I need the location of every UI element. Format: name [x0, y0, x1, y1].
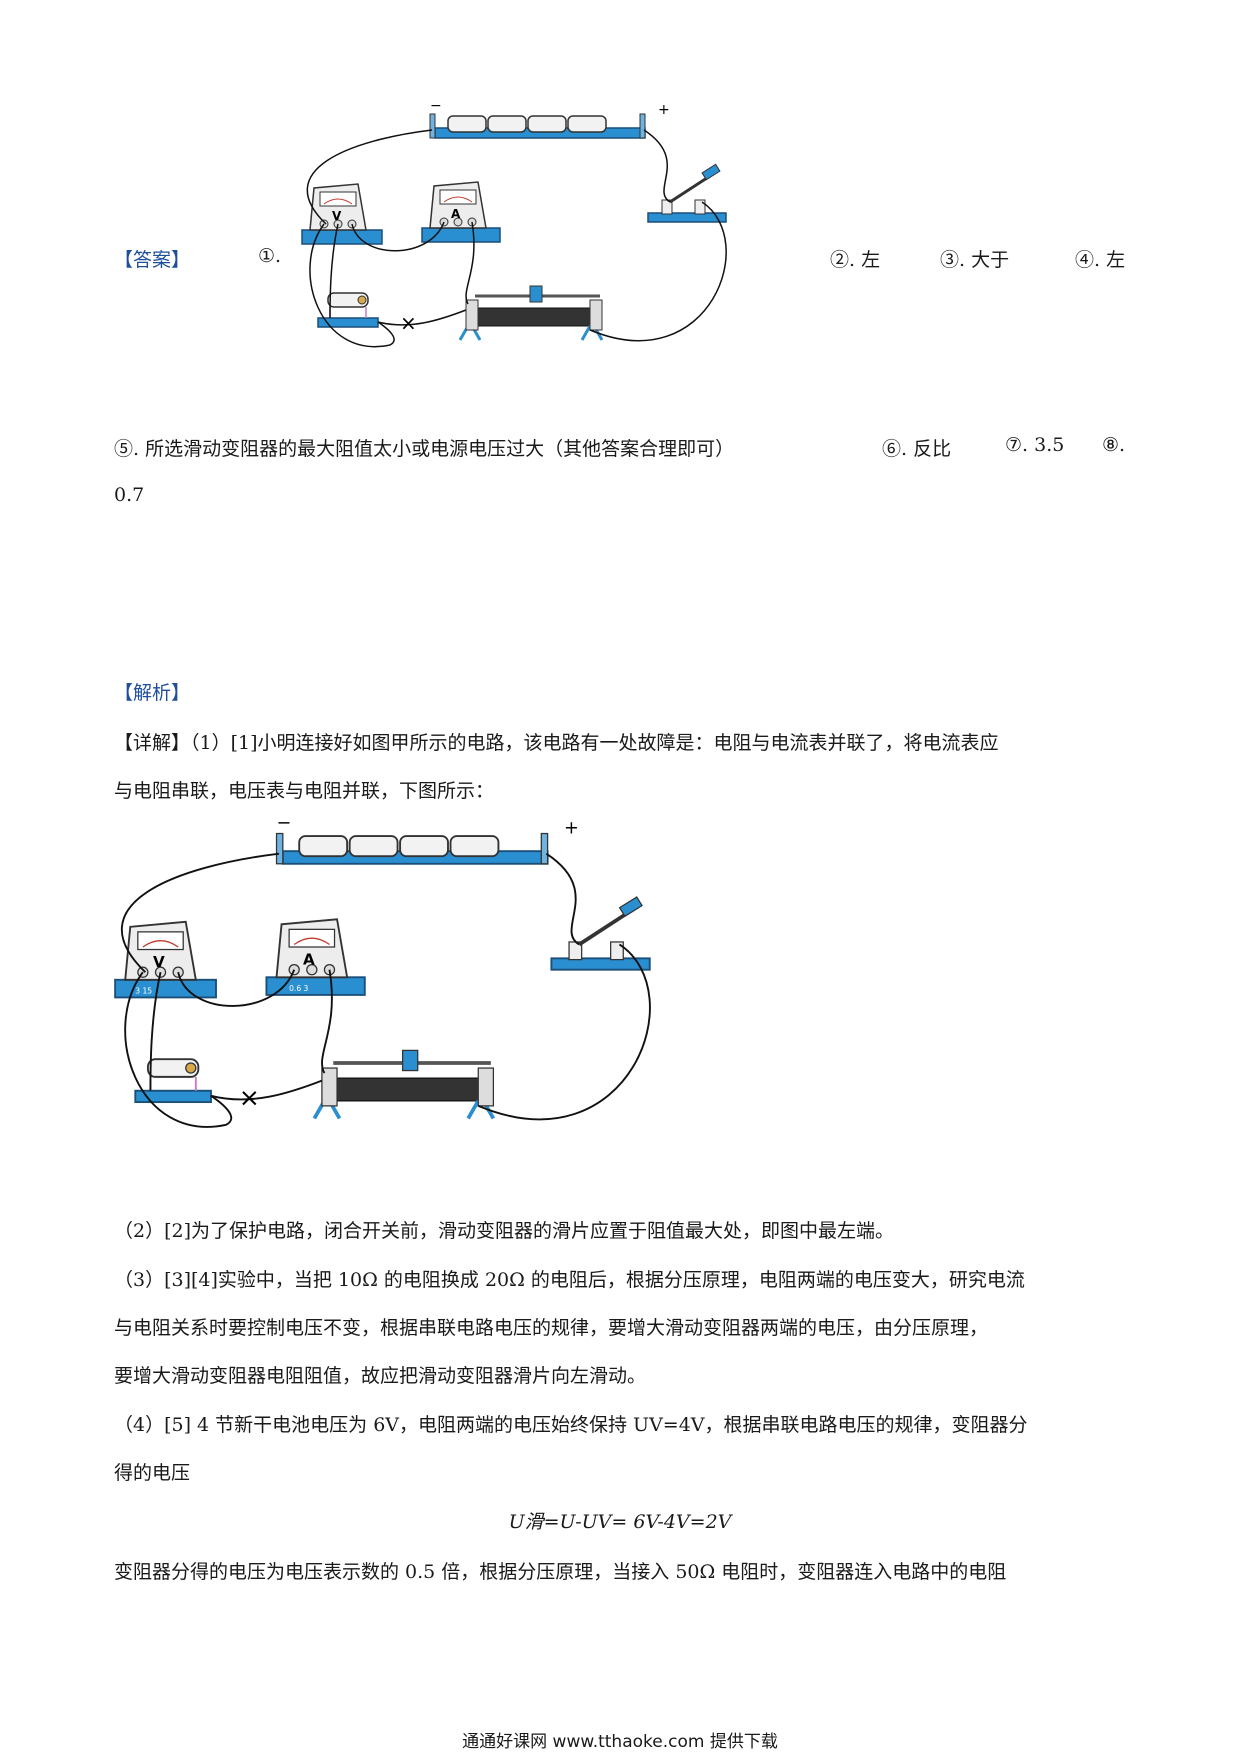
ammeter-terminals-label: 0.6 3 — [289, 984, 308, 993]
switch-2 — [550, 896, 651, 971]
analysis-p5: 变阻器分得的电压为电压表示数的 0.5 倍，根据分压原理，当接入 50Ω 电阻时… — [114, 1561, 1007, 1583]
analysis-formula: U滑=U-UV= 6V-4V=2V — [508, 1511, 732, 1533]
fault-cross-mark-2: × — [239, 1083, 260, 1112]
battery-box-2 — [275, 832, 549, 865]
rheostat — [458, 285, 604, 341]
voltmeter-label-2: V — [153, 953, 165, 971]
battery-plus-label: + — [658, 102, 670, 118]
battery-plus-label-2: + — [564, 819, 579, 839]
answer-tag: 【答案】 — [114, 249, 191, 271]
answer-item-4: ④. 左 — [1075, 249, 1126, 271]
voltmeter-terminals-label: 3 15 — [135, 987, 152, 996]
answer-item-7: ⑦. 3.5 — [1005, 434, 1065, 456]
analysis-p3-line1: （3）[3][4]实验中，当把 10Ω 的电阻换成 20Ω 的电阻后，根据分压原… — [114, 1269, 1025, 1291]
answer-line-2: ⑤. 所选滑动变阻器的最大阻值太小或电源电压过大（其他答案合理即可） — [114, 438, 735, 460]
analysis-p1-line1: 【详解】（1）[1]小明连接好如图甲所示的电路，该电路有一处故障是：电阻与电流表… — [114, 732, 999, 754]
answer-item-6: ⑥. 反比 — [882, 438, 952, 460]
voltmeter-2 — [114, 920, 217, 999]
page-footer: 通通好课网 www.tthaoke.com 提供下载 — [462, 1732, 778, 1752]
rheostat-2 — [312, 1049, 496, 1120]
analysis-p1-line2: 与电阻串联，电压表与电阻并联，下图所示： — [114, 780, 495, 802]
analysis-p4-line1: （4）[5] 4 节新干电池电压为 6V，电阻两端的电压始终保持 UV=4V，根… — [114, 1414, 1028, 1436]
ammeter-2 — [265, 918, 366, 996]
battery-minus-label: − — [430, 100, 442, 114]
circuit-diagram-answer: − + V A — [301, 100, 727, 348]
analysis-tag: 【解析】 — [114, 682, 191, 704]
switch — [647, 163, 727, 223]
answer-item-8-value: 0.7 — [114, 484, 145, 506]
wires-2 — [120, 852, 651, 1128]
circuit-diagram-analysis: − + V 3 15 A 0.6 3 — [114, 815, 651, 1128]
analysis-p3-line2: 与电阻关系时要控制电压不变，根据串联电路电压的规律，要增大滑动变阻器两端的电压，… — [114, 1317, 989, 1339]
ammeter-label-2: A — [303, 951, 315, 969]
answer-item-1: ①. — [258, 245, 282, 267]
answer-item-8: ⑧. — [1102, 434, 1126, 456]
fault-cross-mark: × — [400, 311, 417, 335]
analysis-p3-line3: 要增大滑动变阻器电阻阻值，故应把滑动变阻器滑片向左滑动。 — [114, 1365, 647, 1387]
answer-item-3: ③. 大于 — [940, 249, 1010, 271]
battery-minus-label-2: − — [277, 815, 292, 833]
ammeter-label: A — [451, 207, 461, 221]
analysis-p2: （2）[2]为了保护电路，闭合开关前，滑动变阻器的滑片应置于阻值最大处，即图中最… — [114, 1220, 895, 1242]
ammeter — [421, 181, 501, 243]
battery-box — [429, 113, 646, 139]
wires — [306, 129, 727, 348]
voltmeter — [301, 183, 383, 245]
voltmeter-label: V — [332, 209, 342, 223]
analysis-p4-line2: 得的电压 — [114, 1462, 191, 1484]
answer-item-2: ②. 左 — [830, 249, 881, 271]
